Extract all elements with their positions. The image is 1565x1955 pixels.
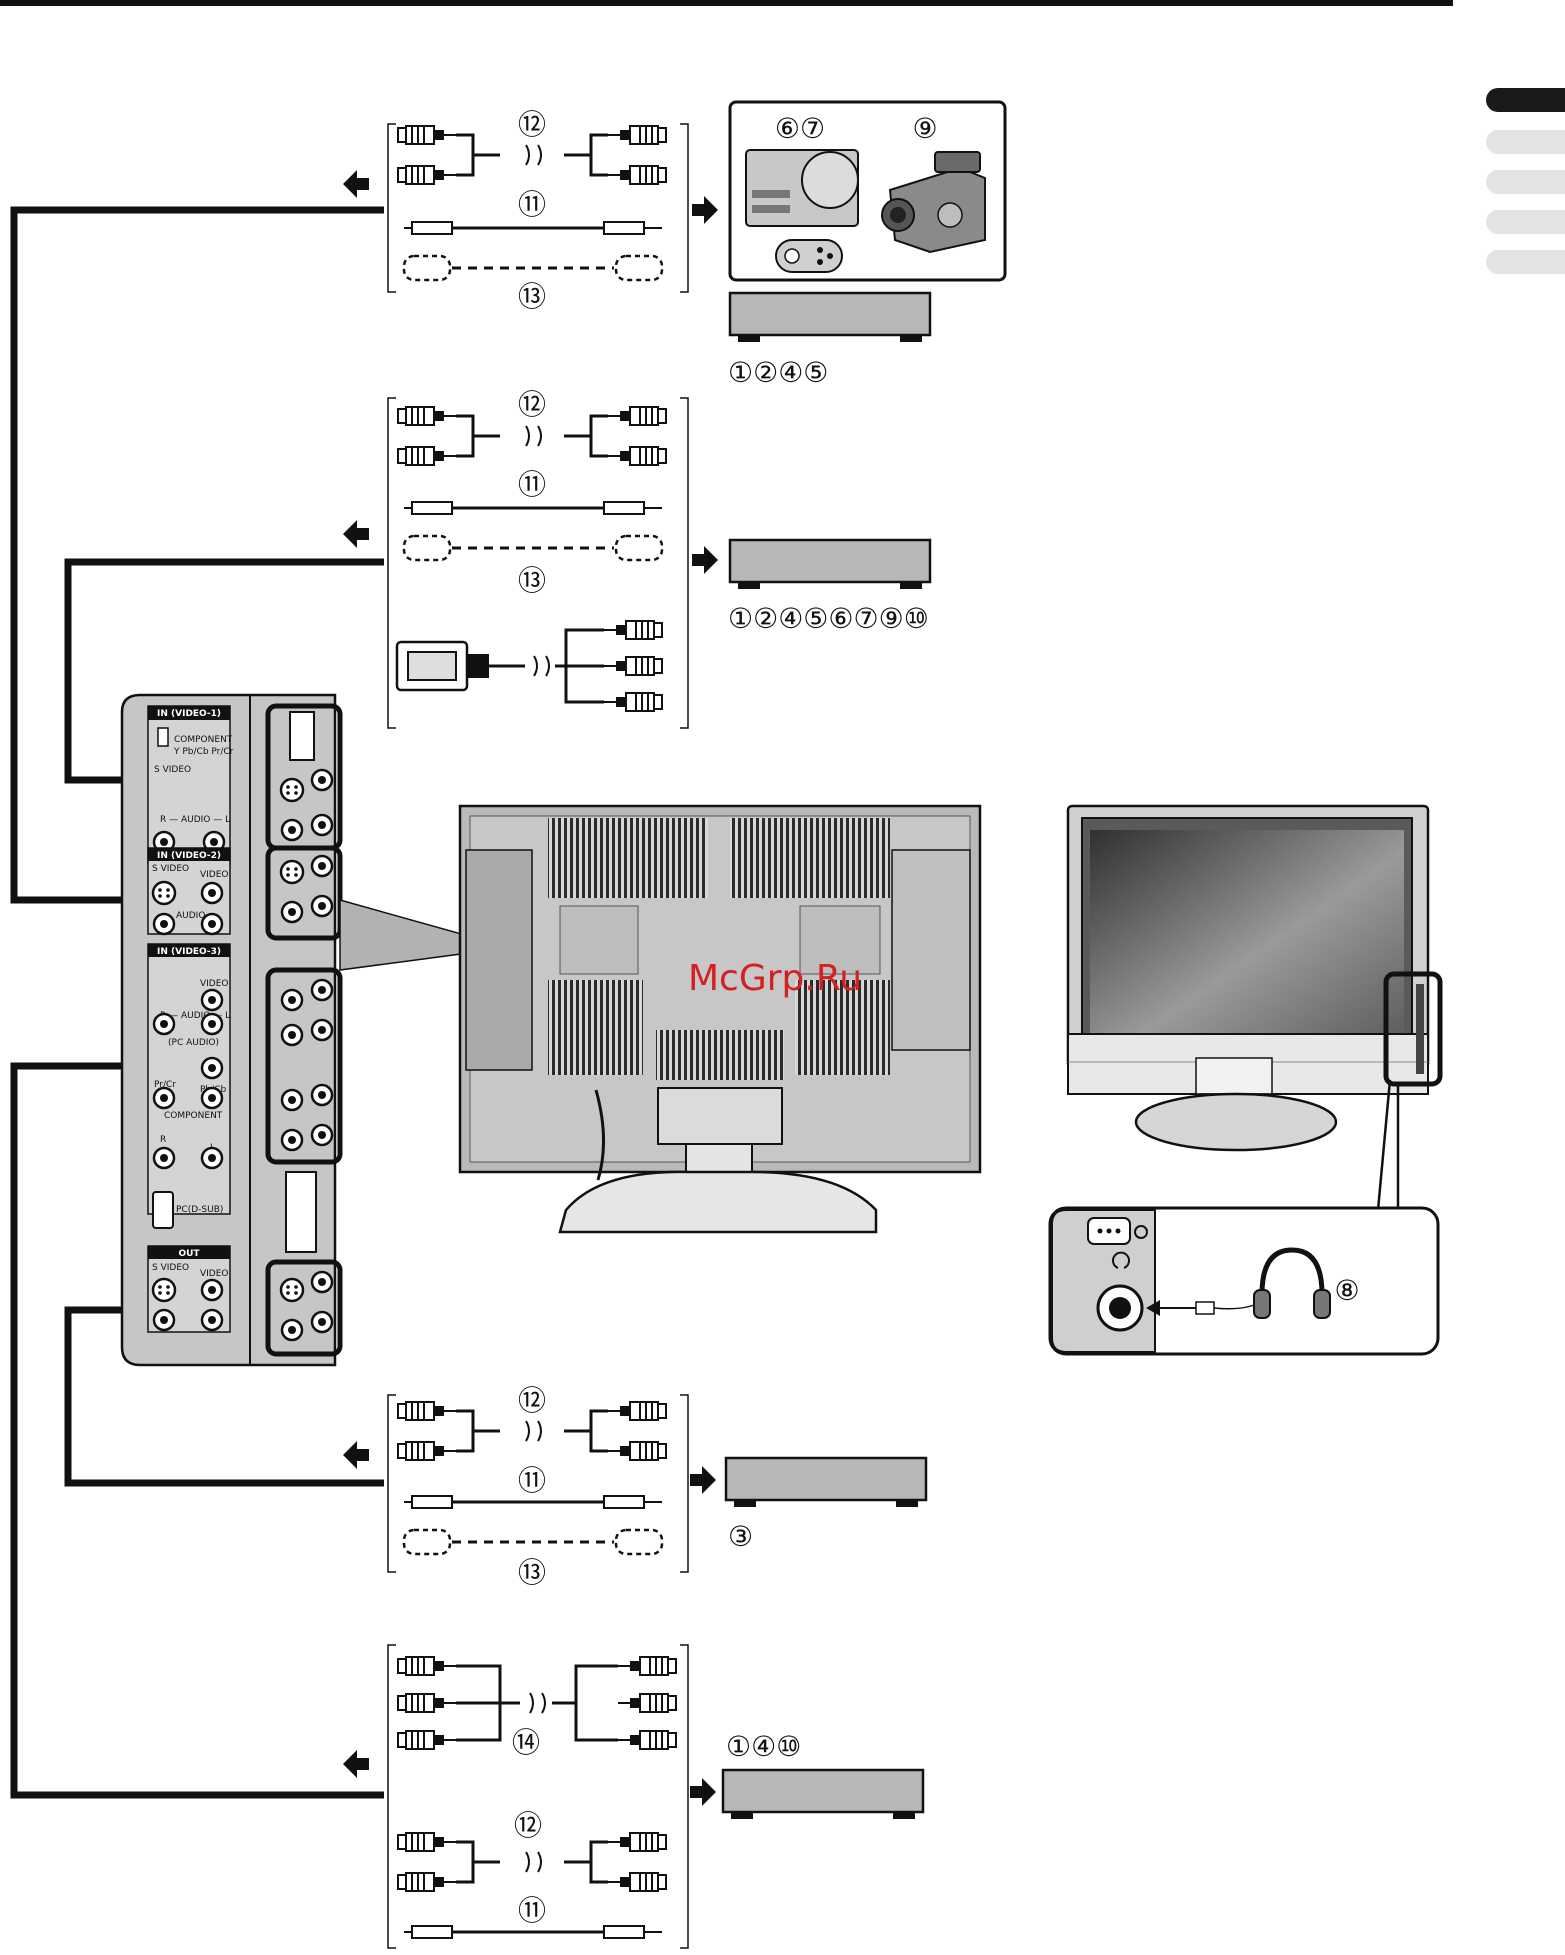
av-device-box [723,1770,923,1819]
panel-label-ypbpr: Y Pb/Cb Pr/Cr [173,747,234,757]
s-video-cable [404,536,662,560]
cable-label-svideo: ⑬ [518,1556,546,1589]
panel-label-svideo: S VIDEO [154,765,191,775]
tv-front-view [1068,806,1440,1150]
device-label-box: ①②④⑤⑥⑦⑨⑩ [728,602,929,635]
device-label-camcorder: ⑨ [912,112,937,145]
cable-label-audio: ⑫ [514,1809,542,1842]
gamepad-icon [776,240,842,272]
composite-video-cable [404,1496,662,1508]
arrow-left-icon [343,1441,369,1469]
cable-label-audio: ⑫ [518,1384,546,1417]
arrow-right-icon [690,1778,716,1806]
panel-label-audio: R — AUDIO — L [160,815,230,825]
panel-label-pc-audio: (PC AUDIO) [168,1038,219,1048]
device-label-game: ⑥⑦ [775,112,825,145]
device-label-box: ③ [728,1520,753,1553]
panel-label-in-video3: IN (VIDEO-3) [157,947,221,957]
panel-label-component: COMPONENT [174,735,233,745]
panel-label-r: R [160,1135,166,1145]
arrow-left-icon [343,520,369,548]
panel-label-pc-dsub: PC(D-SUB) [176,1205,223,1215]
s-video-cable [404,1530,662,1554]
cable-label-component: ⑭ [512,1726,540,1759]
panel-label-video-out: VIDEO [200,1269,229,1279]
arrow-left-icon [343,1750,369,1778]
panel-label-audio2: AUDIO [176,911,205,921]
cable-label-video: ⑪ [518,1464,546,1497]
av-device-box [730,540,930,589]
composite-video-cable [404,222,662,234]
arrow-right-icon [690,1466,716,1494]
tv-terminal-panel: IN (VIDEO-1) COMPONENT Y Pb/Cb Pr/Cr S V… [122,695,340,1365]
panel-label-in-video2: IN (VIDEO-2) [157,851,221,861]
panel-label-video2: VIDEO [200,870,229,880]
cable-label-video: ⑪ [518,468,546,501]
cable-label-audio: ⑫ [518,388,546,421]
av-device-box [726,1458,926,1507]
device-label-box: ①④⑩ [726,1730,801,1763]
headphone-callout: ⑧ [1050,1208,1438,1354]
cable-label-svideo: ⑬ [518,280,546,313]
scart-component-cable [397,621,662,711]
av-device-box [730,293,930,342]
group3-cables: ⑫ ⑪ ⑬ [388,1384,688,1589]
panel-label-svideo-out: S VIDEO [152,1263,189,1273]
panel-label-in-video1: IN (VIDEO-1) [157,709,221,719]
tv-rear-view [460,806,980,1232]
arrow-right-icon [692,196,718,224]
watermark: McGrp.Ru [688,958,862,999]
device-label-box: ①②④⑤ [728,356,828,389]
game-console-icon [746,150,858,226]
cable-label-svideo: ⑬ [518,564,546,597]
arrow-left-icon [343,170,369,198]
panel-label-video3: VIDEO [200,979,229,989]
group2-cables: ⑫ ⑪ ⑬ [388,388,688,728]
composite-video-cable [404,1926,662,1938]
composite-video-cable [404,502,662,514]
s-video-cable [404,256,662,280]
panel-label-svideo2: S VIDEO [152,864,189,874]
arrow-right-icon [692,546,718,574]
cable-label-video: ⑪ [518,1894,546,1927]
group1-cables: ⑫ ⑪ ⑬ [388,108,688,313]
group1-devices: ⑥⑦ ⑨ ①②④⑤ [728,102,1005,389]
group4-cables: ⑭ ⑫ ⑪ [388,1645,688,1948]
headphone-label: ⑧ [1334,1274,1359,1307]
panel-label-component2: COMPONENT [164,1111,223,1121]
panel-label-out: OUT [178,1249,200,1259]
cable-label-video: ⑪ [518,188,546,221]
cable-label-audio: ⑫ [518,108,546,141]
